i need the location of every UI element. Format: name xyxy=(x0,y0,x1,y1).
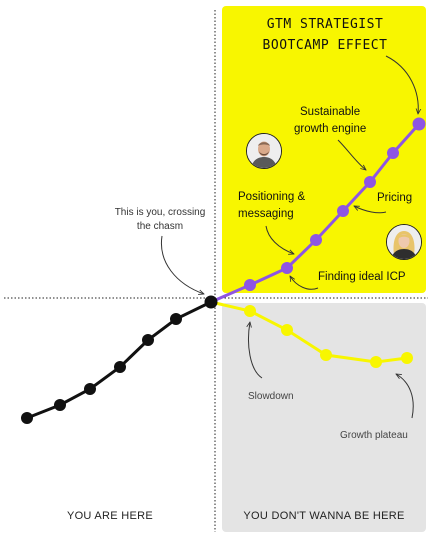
icp-arrow xyxy=(290,276,319,290)
purple-line-points xyxy=(244,117,426,291)
diagram-title-line2: BOOTCAMP EFFECT xyxy=(262,38,388,53)
sustainable-arrow xyxy=(337,139,366,170)
yellow-point xyxy=(401,352,413,364)
dont-wanna-be-here-label: YOU DON'T WANNA BE HERE xyxy=(243,510,405,522)
you-are-here-label: YOU ARE HERE xyxy=(66,510,154,522)
slowdown-arrow xyxy=(249,322,263,379)
diagram-title-line1: GTM STRATEGIST xyxy=(266,17,384,32)
positioning-label-line2: messaging xyxy=(238,208,294,220)
purple-point xyxy=(412,117,426,131)
man-avatar-icon xyxy=(247,134,281,168)
black-point xyxy=(54,399,66,411)
yellow-point xyxy=(320,349,332,361)
black-point xyxy=(84,383,96,395)
crossing-arrow xyxy=(160,235,204,294)
yellow-line-points xyxy=(244,305,413,368)
woman-avatar xyxy=(386,224,422,260)
yellow-point xyxy=(244,305,256,317)
finding-icp-label: Finding ideal ICP xyxy=(318,271,406,283)
title-arrow xyxy=(385,55,418,114)
purple-point xyxy=(387,147,399,159)
black-point xyxy=(142,334,154,346)
pricing-arrow xyxy=(354,206,387,214)
slowdown-label: Slowdown xyxy=(248,391,294,402)
black-point xyxy=(21,412,33,424)
purple-growth-line xyxy=(210,122,421,304)
positioning-label-line1: Positioning & xyxy=(238,191,306,203)
crossing-point xyxy=(204,295,218,309)
man-avatar xyxy=(246,133,282,169)
black-growth-line xyxy=(26,300,212,420)
positioning-arrow xyxy=(265,225,294,254)
yellow-point xyxy=(281,324,293,336)
black-line-points xyxy=(21,295,218,424)
pricing-label: Pricing xyxy=(377,192,413,204)
sustainable-label-line1: Sustainable xyxy=(300,106,361,118)
woman-avatar-icon xyxy=(387,225,421,259)
black-point xyxy=(114,361,126,373)
yellow-plateau-line xyxy=(210,300,408,364)
purple-point xyxy=(244,279,256,291)
plateau-panel xyxy=(222,303,426,532)
crossing-label-line2: the chasm xyxy=(136,221,184,232)
growth-plateau-label: Growth plateau xyxy=(340,430,408,441)
black-point xyxy=(170,313,182,325)
purple-point xyxy=(281,262,293,274)
sustainable-label-line2: growth engine xyxy=(294,123,367,135)
purple-point xyxy=(310,234,322,246)
yellow-point xyxy=(370,356,382,368)
plateau-arrow xyxy=(396,374,414,419)
purple-point xyxy=(364,176,376,188)
crossing-label-line1: This is you, crossing xyxy=(114,207,206,218)
purple-point xyxy=(337,205,349,217)
